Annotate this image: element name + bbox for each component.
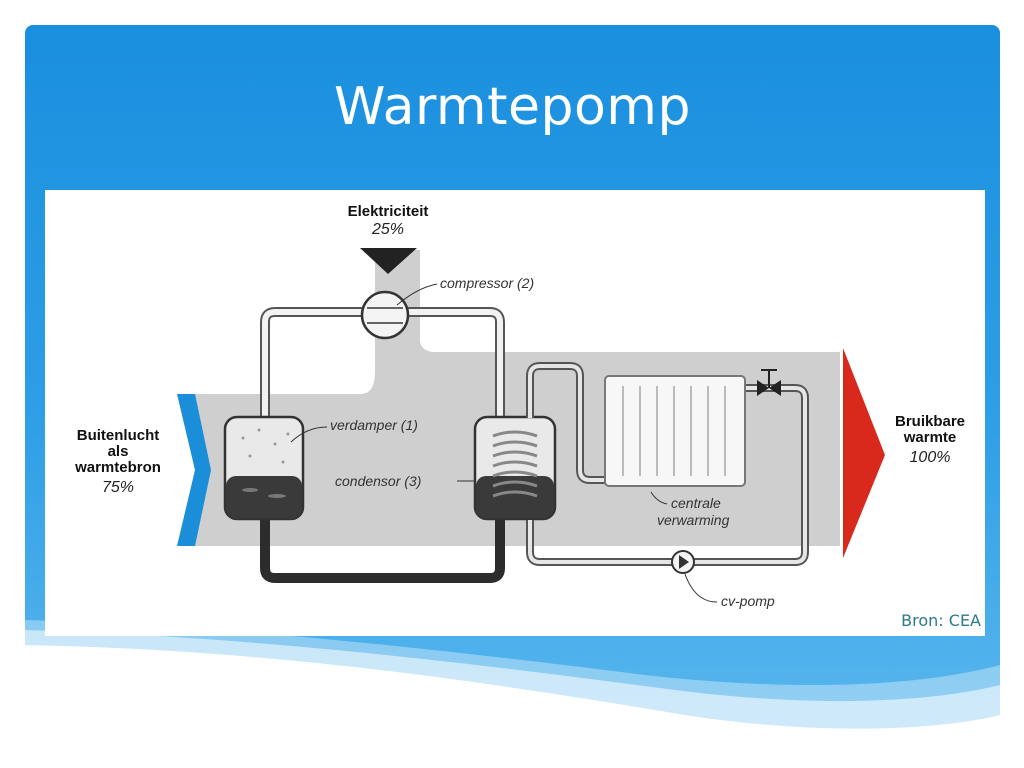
output-label-line2: warmte bbox=[903, 429, 957, 446]
electricity-percent: 25% bbox=[371, 221, 404, 238]
refrigerant-pipe-bottom bbox=[260, 510, 505, 583]
slide-wave-decoration bbox=[25, 620, 1000, 750]
input-arrow bbox=[177, 394, 211, 546]
leader-lines bbox=[290, 283, 718, 603]
condenser-tank bbox=[473, 415, 557, 521]
radiator-valve bbox=[757, 369, 781, 396]
compressor bbox=[360, 290, 410, 340]
evaporator-tank bbox=[223, 415, 305, 521]
source-label-line1: Buitenlucht bbox=[77, 427, 160, 444]
slide: Warmtepomp bbox=[25, 25, 1000, 750]
evaporator-label: verdamper (1) bbox=[330, 417, 418, 433]
heating-label-line1: centrale bbox=[671, 495, 721, 511]
output-label-line1: Bruikbare bbox=[895, 413, 965, 430]
condenser-label: condensor (3) bbox=[335, 473, 421, 489]
source-label-line3: warmtebron bbox=[74, 459, 161, 476]
cv-pump bbox=[671, 550, 695, 574]
heat-pump-diagram: Elektriciteit 25% Buitenlucht als warmte… bbox=[45, 190, 985, 636]
output-arrow bbox=[843, 348, 885, 558]
electricity-arrow bbox=[360, 248, 417, 274]
output-percent: 100% bbox=[910, 449, 951, 466]
radiator bbox=[604, 375, 746, 487]
source-label-line2: als bbox=[108, 443, 129, 460]
electricity-label: Elektriciteit bbox=[348, 203, 429, 220]
heating-label-line2: verwarming bbox=[657, 512, 730, 528]
slide-title: Warmtepomp bbox=[334, 77, 691, 137]
pump-label: cv-pomp bbox=[721, 593, 775, 609]
source-percent: 75% bbox=[102, 479, 134, 496]
compressor-label: compressor (2) bbox=[440, 275, 534, 291]
source-credit: Bron: CEA bbox=[901, 611, 981, 630]
